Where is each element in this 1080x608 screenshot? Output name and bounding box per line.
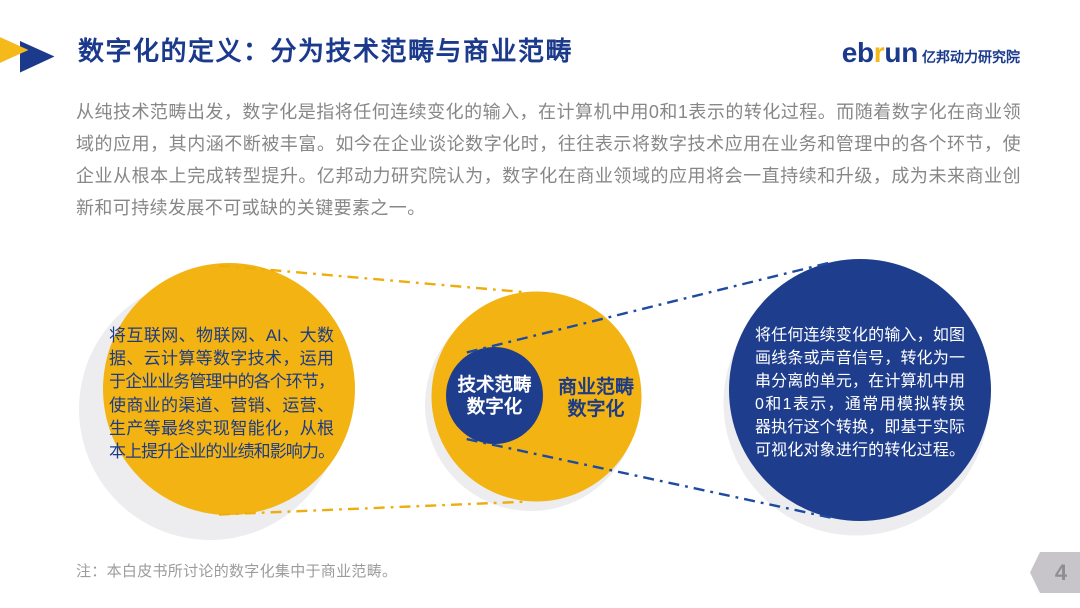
page-number: 4 [1054,559,1068,585]
left-circle-text-line: 将互联网、物联网、AI、大数 [109,326,334,345]
intro-line: 新和可持续发展不可或缺的关键要素之一。 [76,198,426,218]
brand-latin-accent: r [873,37,885,68]
center-inner-circle [446,347,543,444]
connector-blue-bottom [466,437,833,520]
left-circle-text: 将互联网、物联网、AI、大数 据、云计算等数字技术，运用 于企业业务管理中的各个… [109,324,335,463]
intro-line: 企业从根本上完成转型提升。亿邦动力研究院认为，数字化在商业领域的应用将会一直持续… [76,166,1021,186]
left-circle-text-line: 生产等最终实现智能化，从根 [109,418,334,438]
brand-logo: ebrun 亿邦动力研究院 [842,39,1020,69]
right-circle-text-line: 串分离的单元，在计算机中用 [755,372,965,390]
right-circle-text-line: 可视化对象进行的转化过程。 [755,441,965,459]
left-circle [103,263,355,515]
left-circle-text-line: 于企业业务管理中的各个环节， [109,372,335,392]
page-title: 数字化的定义：分为技术范畴与商业范畴 [78,36,574,66]
right-circle [729,259,991,521]
tech-scope-label-line: 数字化 [466,395,523,417]
brand-logo-latin: ebrun [841,37,919,68]
business-scope-label-line: 数字化 [567,399,625,420]
brand-latin-suffix: un [884,37,918,68]
business-scope-label: 商业范畴 数字化 [553,377,639,421]
left-circle-text-line: 本上提升企业的业绩和影响力。 [109,442,335,462]
tech-scope-label-line: 技术范畴 [457,373,532,395]
connector-blue-top [466,260,833,354]
brand-logo-cn: 亿邦动力研究院 [922,49,1020,65]
footnote: 注：本白皮书所讨论的数字化集中于商业范畴。 [76,563,398,580]
intro-paragraph: 从纯技术范畴出发，数字化是指将任何连续变化的输入，在计算机中用0和1表示的转化过… [76,96,1021,224]
right-circle-text-line: 器执行这个转换，即基于实际 [755,418,965,436]
slide-marker-icon [0,37,55,73]
right-circle-text: 将任何连续变化的输入，如图 画线条或声音信号，转化为一 串分离的单元，在计算机中… [755,325,965,462]
brand-latin-prefix: eb [841,37,874,68]
right-circle-text-line: 画线条或声音信号，转化为一 [755,349,965,367]
business-scope-label-line: 商业范畴 [557,377,634,398]
page-number-badge: 4 [1030,552,1080,593]
intro-line: 域的应用，其内涵不断被丰富。如今在企业谈论数字化时，往往表示将数字技术应用在业务… [76,134,1021,154]
left-circle-text-line: 据、云计算等数字技术，运用 [109,349,334,369]
intro-line: 从纯技术范畴出发，数字化是指将任何连续变化的输入，在计算机中用0和1表示的转化过… [76,102,1021,122]
tech-scope-label: 技术范畴 数字化 [446,347,543,444]
left-circle-text-line: 使商业的渠道、营销、运营、 [109,395,334,415]
right-circle-text-line: 将任何连续变化的输入，如图 [755,327,965,344]
right-circle-text-line: 0和1表示，通常用模拟转换 [755,395,965,413]
page-badge-shape [1030,552,1080,593]
